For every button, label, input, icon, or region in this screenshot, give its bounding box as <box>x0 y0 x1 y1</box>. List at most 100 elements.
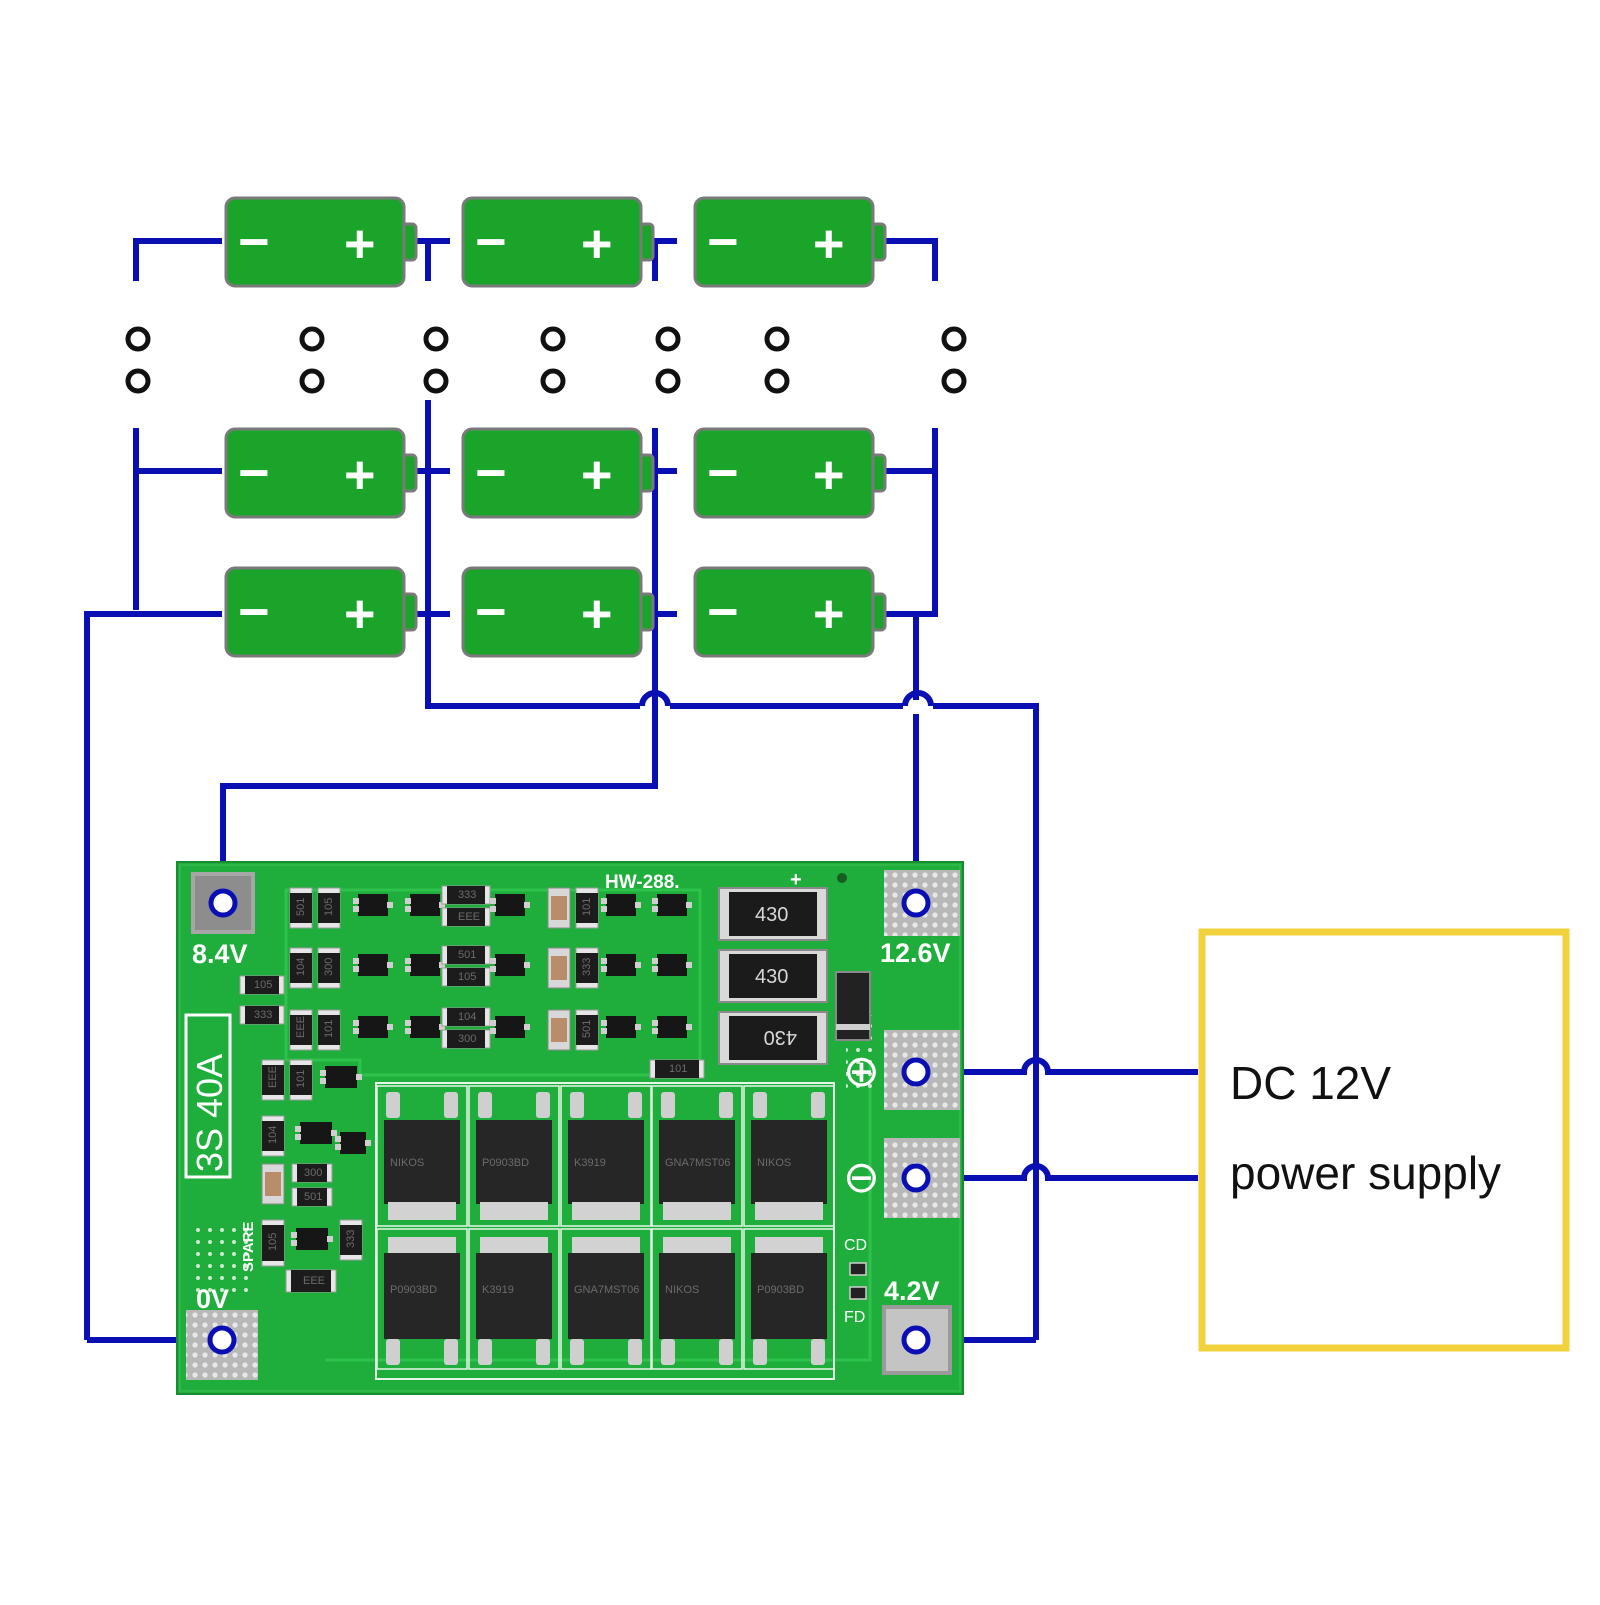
smd-resistor: 105 <box>239 975 285 995</box>
rating-box: 3S 40A <box>184 1013 232 1179</box>
battery-positive-sign: + <box>581 214 613 274</box>
smd-capacitor <box>547 1009 571 1051</box>
pad-minus <box>884 1138 960 1218</box>
smd-resistor: 501 <box>289 887 313 929</box>
pad-label-12v6: 12.6V <box>880 938 951 968</box>
smd-resistor: 101 <box>575 887 599 929</box>
smd-code: 333 <box>345 1230 357 1248</box>
pad-12v6 <box>884 870 960 936</box>
battery-negative-sign: − <box>707 582 739 642</box>
battery-negative-sign: − <box>238 582 270 642</box>
pad-0v <box>186 1310 258 1380</box>
pad-label-4v2: 4.2V <box>884 1276 940 1306</box>
smd-resistor: EEE <box>441 907 491 927</box>
battery-negative-sign: − <box>238 212 270 272</box>
smd-resistor: 105 <box>261 1219 285 1267</box>
terminal-dot <box>125 326 151 352</box>
bms-board: 8.4V 12.6V 0V 4.2V HW-288. + 3S 40A ⊕ ⊖ … <box>176 861 964 1395</box>
rating-label: 3S 40A <box>189 1054 230 1172</box>
smd-capacitor <box>547 887 571 929</box>
smd-code: 105 <box>267 1233 279 1251</box>
smd-code: 105 <box>254 979 272 991</box>
smd-resistor: 104 <box>441 1007 491 1027</box>
mosfet-mark: GNA7MST06 <box>665 1157 730 1169</box>
smd-code: 104 <box>458 1011 476 1023</box>
mosfet: NIKOS <box>376 1085 468 1227</box>
battery-cell: −+ <box>693 196 887 288</box>
smd-resistor: EEE <box>289 1009 313 1051</box>
smd-transistor <box>490 1016 530 1038</box>
smd-resistor: 101 <box>289 1059 313 1101</box>
smd-resistor: EEE <box>261 1059 285 1101</box>
mosfet: P0903BD <box>743 1228 835 1370</box>
battery-cell: −+ <box>461 566 655 658</box>
smd-transistor <box>490 894 530 916</box>
smd-code: 501 <box>295 898 307 916</box>
smd-code: 101 <box>323 1020 335 1038</box>
mosfet: NIKOS <box>651 1228 743 1370</box>
battery-positive-sign: + <box>581 445 613 505</box>
smd-resistor: 105 <box>441 967 491 987</box>
smd-transistor <box>652 894 692 916</box>
battery-negative-sign: − <box>475 443 507 503</box>
board-model: HW-288. <box>605 872 680 893</box>
battery-positive-sign: + <box>813 445 845 505</box>
smd-resistor: 501 <box>291 1187 333 1207</box>
cd-label: CD <box>844 1237 867 1254</box>
battery-cell: −+ <box>461 427 655 519</box>
mosfet-mark: K3919 <box>574 1157 606 1169</box>
smd-resistor: 105 <box>317 887 341 929</box>
smd-transistor <box>320 1066 362 1088</box>
smd-code: 104 <box>267 1126 279 1144</box>
battery-cell: −+ <box>693 566 887 658</box>
smd-capacitor <box>547 947 571 989</box>
power-resistors: 430 430 430 <box>718 887 828 1065</box>
mosfet-mark: K3919 <box>482 1284 514 1296</box>
smd-code: 101 <box>295 1070 307 1088</box>
terminal-dots <box>125 326 967 394</box>
battery-negative-sign: − <box>707 212 739 272</box>
terminal-dot <box>299 326 325 352</box>
battery-negative-sign: − <box>707 443 739 503</box>
terminal-dot <box>941 326 967 352</box>
smd-transistor <box>353 894 393 916</box>
battery-positive-sign: + <box>344 584 376 644</box>
terminal-dot <box>423 368 449 394</box>
terminal-dot <box>655 368 681 394</box>
terminal-dot <box>540 326 566 352</box>
pad-label-8v4: 8.4V <box>192 939 248 969</box>
wire-supply-plus <box>916 1057 1198 1075</box>
smd-code: 300 <box>458 1033 476 1045</box>
smd-resistor: 104 <box>261 1115 285 1157</box>
battery-array: −+−+−+−+−+−+−+−+−+ <box>224 196 887 658</box>
smd-resistor: 104 <box>289 947 313 989</box>
smd-resistor: EEE <box>285 1269 337 1293</box>
smd-code: 105 <box>458 971 476 983</box>
smd-resistor: 300 <box>441 1029 491 1049</box>
battery-cell: −+ <box>693 427 887 519</box>
terminal-dot <box>655 326 681 352</box>
wire-supply-minus <box>916 1163 1198 1181</box>
smd-resistor: 333 <box>239 1005 285 1025</box>
battery-negative-sign: − <box>238 443 270 503</box>
smd-code: 105 <box>323 898 335 916</box>
minus-symbol: ⊖ <box>843 1153 880 1202</box>
smd-transistor <box>291 1228 333 1250</box>
battery-cell: −+ <box>224 196 418 288</box>
smd-transistor <box>353 1016 393 1038</box>
terminal-dot <box>125 368 151 394</box>
battery-positive-sign: + <box>813 584 845 644</box>
mosfet-mark: NIKOS <box>665 1284 699 1296</box>
fd-label: FD <box>844 1309 865 1326</box>
smd-resistor: 300 <box>291 1163 333 1183</box>
polarity-mark: + <box>790 869 802 891</box>
smd-code: EEE <box>267 1066 279 1088</box>
terminal-dot <box>299 368 325 394</box>
spare-label: SPARE <box>240 1221 257 1272</box>
battery-cell: −+ <box>224 427 418 519</box>
battery-positive-sign: + <box>581 584 613 644</box>
